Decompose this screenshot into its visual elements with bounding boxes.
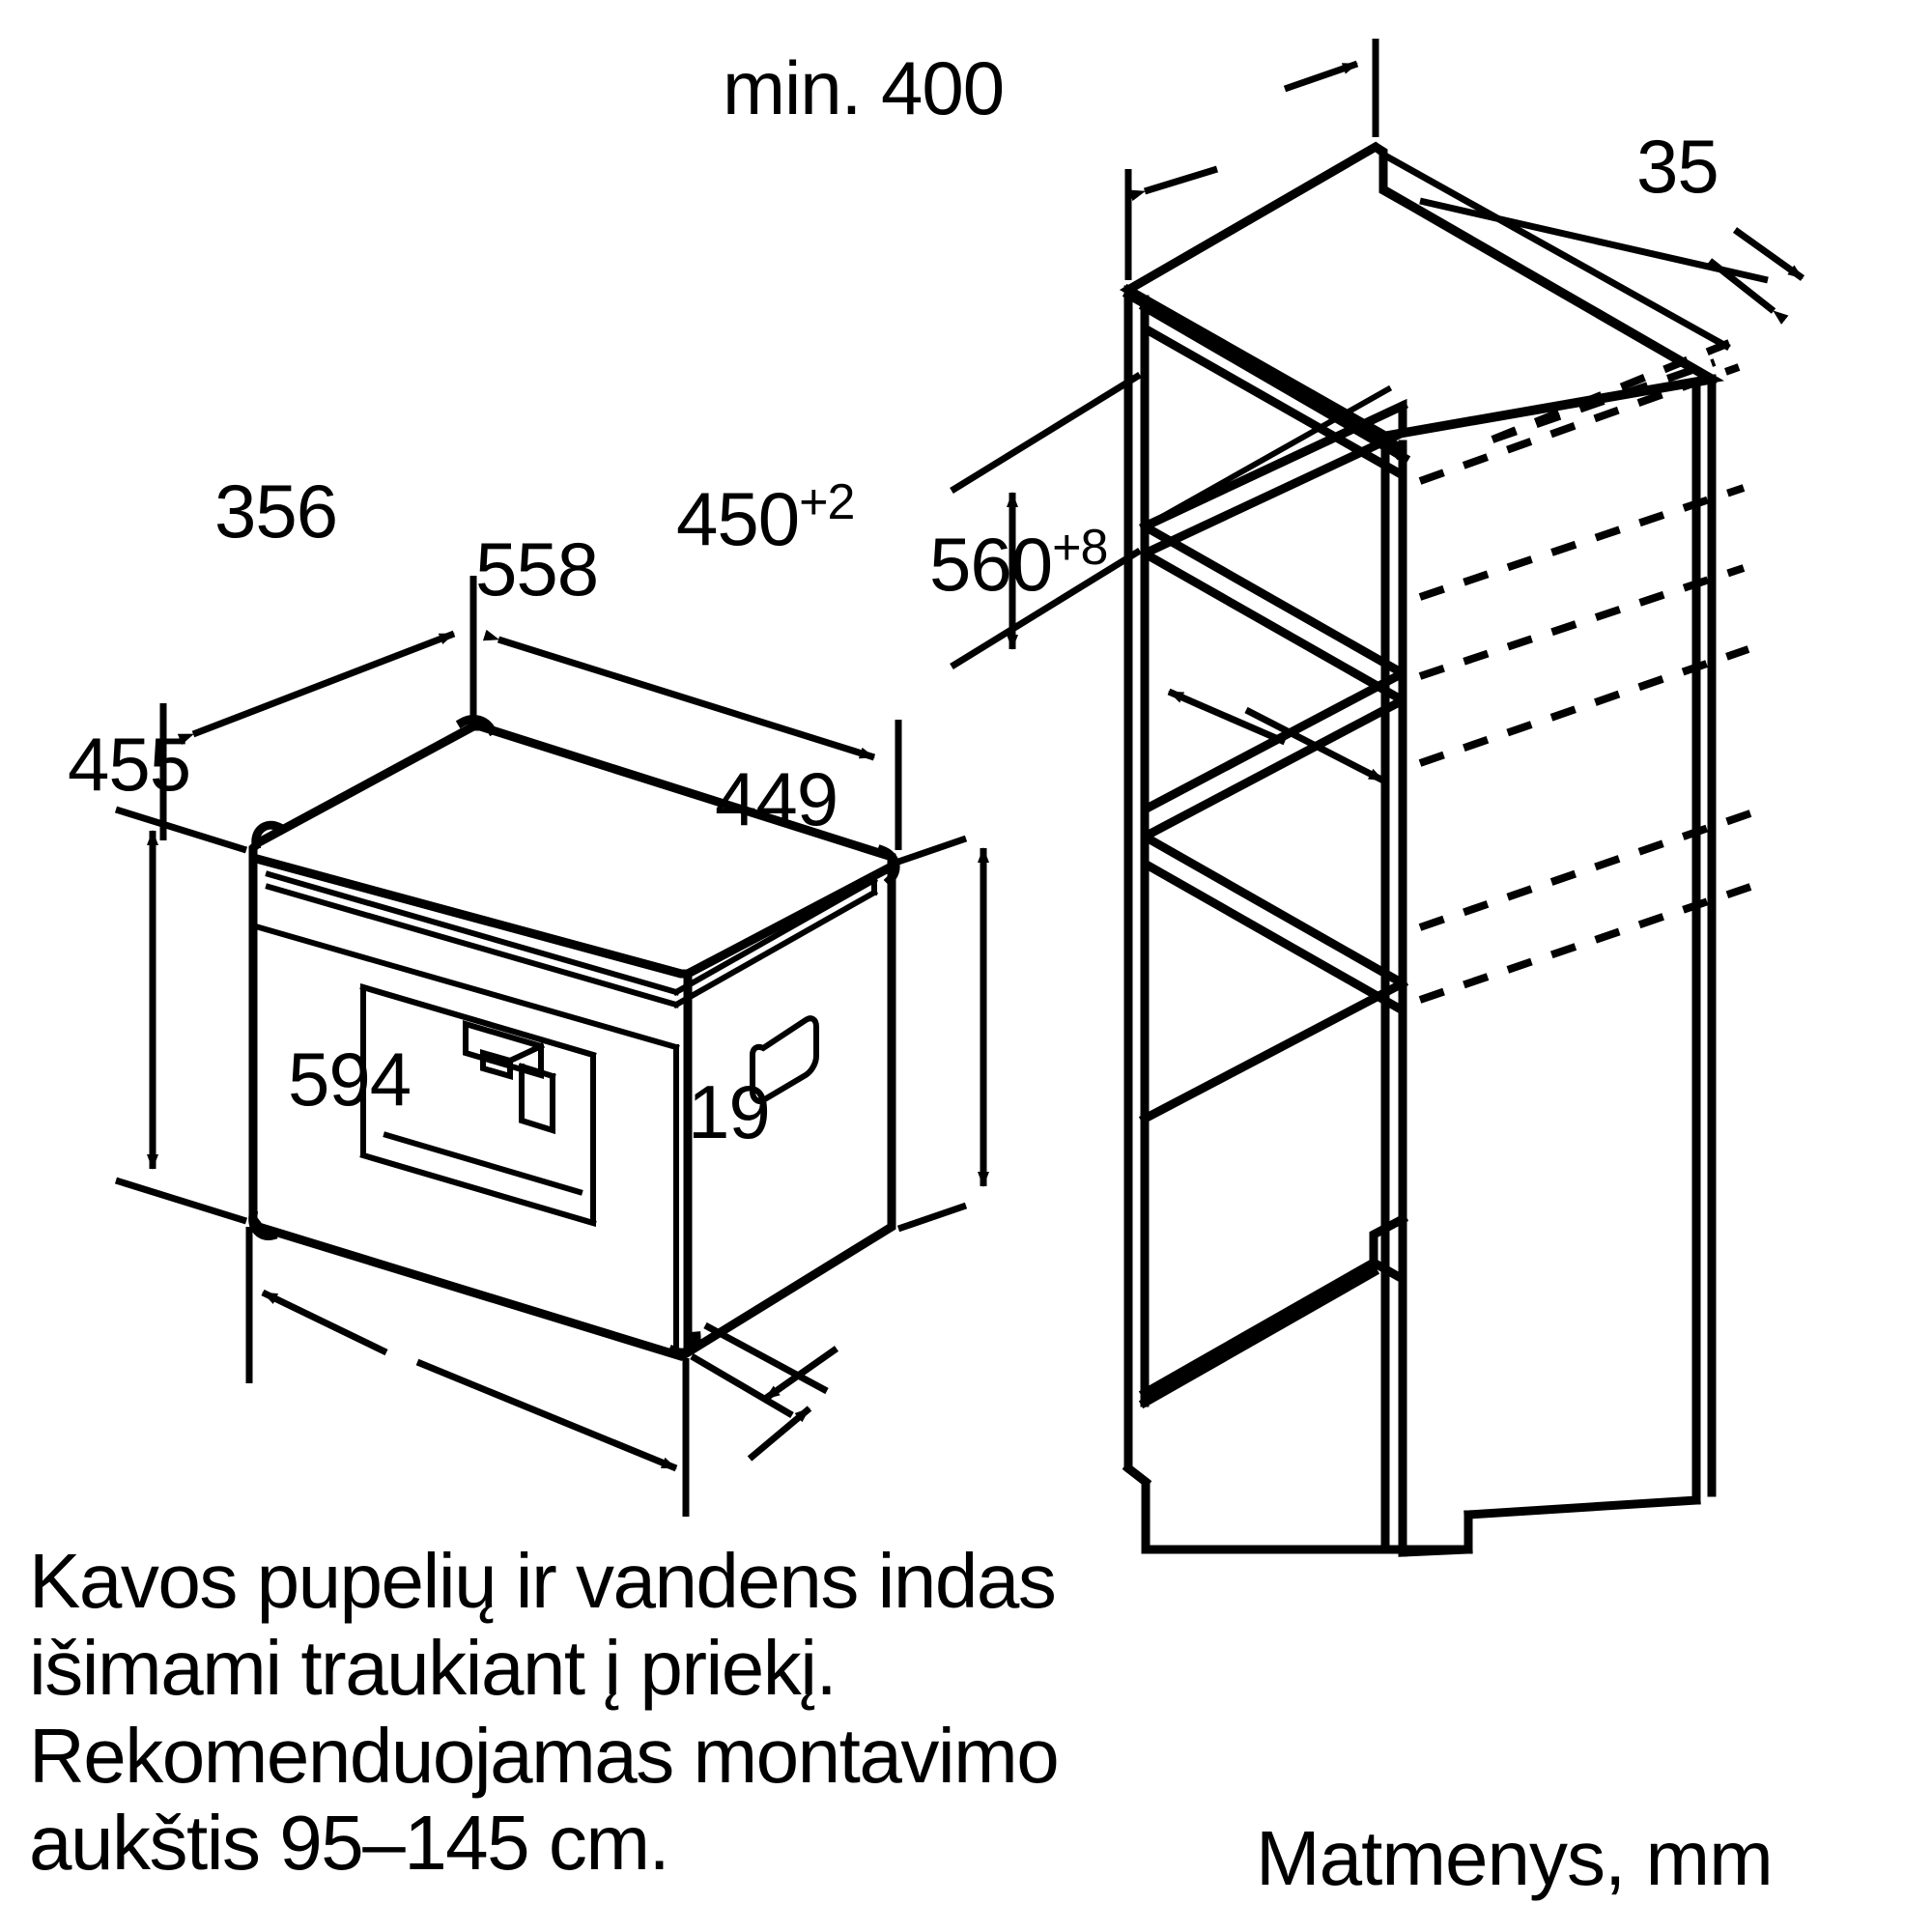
note-line-4: aukštis 95–145 cm. bbox=[29, 1800, 670, 1887]
dim-label-niche-width: 560+8 bbox=[929, 520, 1108, 607]
dim-label-door-thickness: 19 bbox=[688, 1069, 771, 1154]
tolerance-niche-width: +8 bbox=[1052, 520, 1108, 576]
dim-label-machine-body-height: 449 bbox=[715, 756, 838, 841]
dim-machine-front-width bbox=[245, 1227, 690, 1517]
dim-machine-depth bbox=[159, 576, 477, 840]
dim-label-machine-front-height: 455 bbox=[68, 722, 191, 807]
dim-niche-width bbox=[1167, 688, 1385, 784]
dim-label-machine-depth: 356 bbox=[214, 469, 338, 554]
dim-label-machine-front-width: 594 bbox=[288, 1037, 412, 1122]
dim-label-top-offset: 35 bbox=[1636, 124, 1719, 209]
dim-door-thickness bbox=[690, 1321, 839, 1462]
dim-min-depth bbox=[1124, 39, 1379, 280]
dim-niche-height bbox=[950, 372, 1142, 669]
dim-machine-front-height bbox=[114, 806, 248, 1225]
note-line-2: išimami traukiant į priekį. bbox=[29, 1625, 838, 1712]
dim-top-offset bbox=[1381, 151, 1805, 352]
dim-label-machine-top-width: 558 bbox=[475, 526, 599, 611]
note-line-1: Kavos pupelių ir vandens indas bbox=[29, 1538, 1057, 1624]
dim-machine-top-width bbox=[482, 629, 902, 850]
cabinet-carcass bbox=[1119, 141, 1752, 1557]
coffee-machine-body bbox=[248, 715, 900, 1361]
tolerance-niche-height: +2 bbox=[799, 474, 855, 530]
dim-machine-body-height bbox=[896, 835, 989, 1233]
dim-label-niche-height: 450+2 bbox=[676, 474, 855, 561]
dim-label-min-depth: min. 400 bbox=[723, 45, 1005, 130]
unit-label: Matmenys, mm bbox=[1256, 1815, 1774, 1901]
note-line-3: Rekomenduojamas montavimo bbox=[29, 1712, 1060, 1799]
installation-note: Kavos pupelių ir vandens indas išimami t… bbox=[29, 1538, 1092, 1888]
